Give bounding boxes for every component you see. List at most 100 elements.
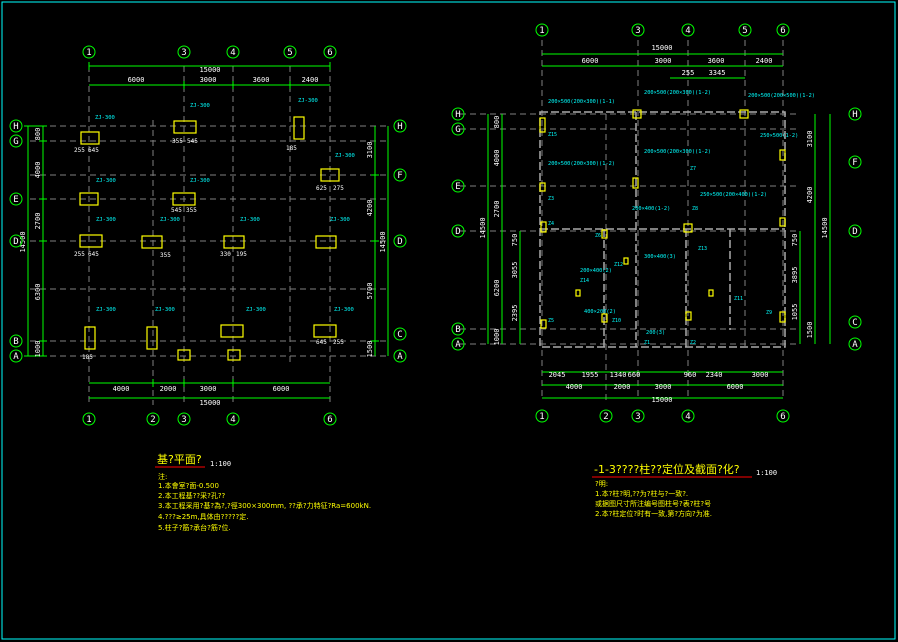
footing-dim: 645 <box>316 339 327 346</box>
beam-label: 400×200(2) <box>584 309 616 315</box>
left-scale: 1:100 <box>210 460 231 468</box>
axis-top-3: 3 <box>635 26 640 36</box>
dimension-lines <box>24 62 389 399</box>
dim-right-4: 1500 <box>366 341 374 358</box>
dim-left: 3055 <box>511 262 519 279</box>
dim-bottom1: 1340 <box>610 371 627 379</box>
dim-top-3: 3600 <box>708 57 725 65</box>
right-note: 或据图尺寸所注编号图柱号?表?柱?号 <box>595 499 711 508</box>
dim-left: 1000 <box>493 329 501 346</box>
beam-label: 200×500(200×300)(1-2) <box>644 149 711 155</box>
right-title: -1-3????柱??定位及截面?化? <box>594 462 740 476</box>
axis-top-6: 6 <box>780 26 785 36</box>
dim-top2-1: 255 <box>682 69 695 77</box>
dim-right: 3895 <box>791 267 799 284</box>
axis-right-f: F <box>397 171 402 181</box>
footing-dim: 355 <box>160 252 171 259</box>
footing-tag: ZJ-300 <box>330 217 350 223</box>
axis-right-a: A <box>397 352 403 362</box>
footing-dim: 355 <box>186 207 197 214</box>
footing-dim: 625 <box>316 185 327 192</box>
axis-left-h: H <box>13 122 18 132</box>
beam-label: 200×500(200×300)(1-2) <box>644 90 711 96</box>
beam-label: 300×400(3) <box>644 254 676 260</box>
axis-left-b: B <box>455 325 460 335</box>
dim-bottom-3: 3000 <box>200 385 217 393</box>
footing-dim: 195 <box>236 251 247 258</box>
footing-tag: ZJ-300 <box>96 178 116 184</box>
dim-bottom-total: 15000 <box>651 396 672 404</box>
dim-right-total: 14500 <box>379 231 387 252</box>
dim-left: 750 <box>511 234 519 247</box>
axis-bottom-2: 2 <box>150 415 155 425</box>
axis-left-d: D <box>455 227 460 237</box>
dim-bottom1: 1955 <box>582 371 599 379</box>
axis-left-a: A <box>455 340 461 350</box>
footing-dim: 255 <box>74 147 85 154</box>
axis-right-a: A <box>852 340 858 350</box>
footing-dim: 645 <box>88 147 99 154</box>
axis-bottom-4: 4 <box>685 412 690 422</box>
left-note: 1.本會室?面-0.500 <box>158 481 219 490</box>
dim-left-total: 14500 <box>479 217 487 238</box>
beam-label: 200×500(200×500)(1-2) <box>748 93 815 99</box>
axis-top-4: 4 <box>230 48 235 58</box>
axis-bottom-2: 2 <box>603 412 608 422</box>
axis-left-e: E <box>13 195 18 205</box>
axis-left-e: E <box>455 182 460 192</box>
axis-right-c: C <box>852 318 857 328</box>
axis-left-a: A <box>13 352 19 362</box>
footing-dim: 185 <box>286 145 297 152</box>
dim-top-4: 2400 <box>302 76 319 84</box>
dim-top-2: 3000 <box>655 57 672 65</box>
axis-top-5: 5 <box>287 48 292 58</box>
axis-bottom-6: 6 <box>327 415 332 425</box>
dim-left: 2700 <box>493 201 501 218</box>
axis-top-6: 6 <box>327 48 332 58</box>
dim-right-3: 5700 <box>366 283 374 300</box>
footing-dim: 545 <box>187 138 198 145</box>
column-tag: Z3 <box>548 196 554 202</box>
left-note: 2.本工程基??采?孔?? <box>158 491 226 500</box>
dim-left-1: 800 <box>34 128 42 141</box>
dim-bottom-1: 4000 <box>113 385 130 393</box>
dim-top2-2: 3345 <box>709 69 726 77</box>
dim-top-1: 6000 <box>582 57 599 65</box>
axis-bubbles <box>451 23 862 423</box>
column-tag: Z1 <box>644 340 650 346</box>
dim-left-2: 4000 <box>34 162 42 179</box>
column-tag: Z6 <box>595 233 601 239</box>
dim-right: 1500 <box>806 322 814 339</box>
dim-bottom1: 660 <box>628 371 641 379</box>
dim-left: 800 <box>493 116 501 129</box>
axis-right-h: H <box>852 110 857 120</box>
dim-bottom1: 2045 <box>549 371 566 379</box>
dim-right: 1055 <box>791 304 799 321</box>
axis-bubbles <box>9 45 407 426</box>
dimension-lines <box>487 53 831 399</box>
axis-left-d: D <box>13 237 18 247</box>
beam-label: 250×500(1-2) <box>760 133 798 139</box>
footing-tag: ZJ-300 <box>95 115 115 121</box>
beam-label: 200×500(200×300)(1-1) <box>548 99 615 105</box>
footing-tag: ZJ-300 <box>246 307 266 313</box>
column-tag: Z10 <box>612 318 621 324</box>
dim-top-3: 3600 <box>253 76 270 84</box>
axis-right-d: D <box>397 237 402 247</box>
left-notes-head: 注: <box>158 472 167 481</box>
footing-tag: ZJ-300 <box>298 98 318 104</box>
axis-left-g: G <box>13 137 18 147</box>
axis-left-h: H <box>455 110 460 120</box>
dim-left-total: 14500 <box>19 231 27 252</box>
dim-left: 4000 <box>493 150 501 167</box>
axis-top-1: 1 <box>539 26 544 36</box>
footing-tag: ZJ-300 <box>96 307 116 313</box>
right-scale: 1:100 <box>756 469 777 477</box>
right-notes-head: ?明: <box>595 480 608 488</box>
dim-bottom1: 960 <box>684 371 697 379</box>
axis-top-5: 5 <box>742 26 747 36</box>
column-tag: Z12 <box>614 262 623 268</box>
dim-left-b: 6200 <box>493 280 501 297</box>
columns <box>539 109 786 329</box>
